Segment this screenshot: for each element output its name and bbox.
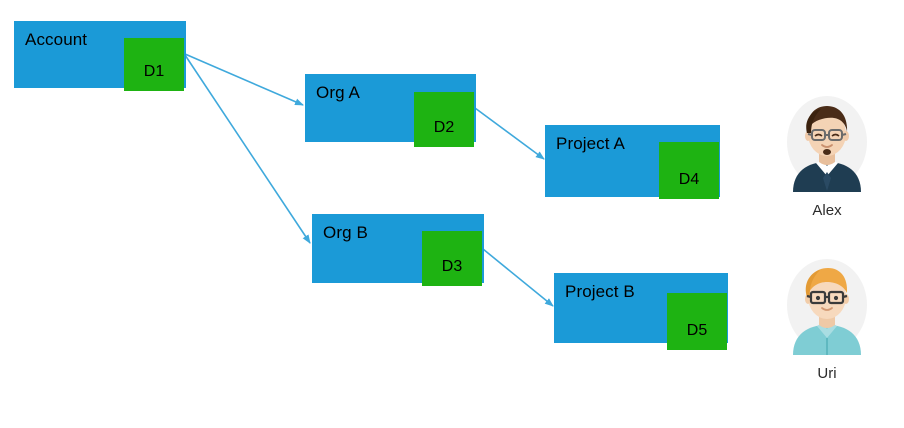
person-avatar-icon-alex: [777, 92, 877, 192]
node-account-label: Account: [25, 30, 88, 49]
node-project-a-tag[interactable]: D4: [659, 142, 719, 199]
node-account-tag[interactable]: D1: [124, 38, 184, 91]
connector-account-to-org-a: [184, 53, 304, 106]
person-avatar-icon-uri: [777, 255, 877, 355]
connector-account-to-org-b: [184, 54, 311, 244]
person-alex-name: Alex: [812, 202, 842, 219]
connector-org-a-to-project-a: [474, 107, 545, 160]
node-project-a-label: Project A: [556, 134, 625, 153]
node-project-b-tag[interactable]: D5: [667, 293, 727, 350]
node-project-a-tag-label: D4: [678, 171, 700, 188]
node-org-b-tag[interactable]: D3: [422, 231, 482, 286]
person-alex[interactable]: Alex: [772, 92, 882, 220]
node-org-b-tag-label: D3: [441, 258, 463, 275]
person-uri[interactable]: Uri: [772, 255, 882, 383]
node-org-a-tag[interactable]: D2: [414, 92, 474, 147]
node-org-a-tag-label: D2: [433, 119, 455, 136]
connector-org-b-to-project-b: [482, 248, 554, 307]
node-org-a-label: Org A: [316, 83, 360, 102]
node-project-b-tag-label: D5: [686, 322, 708, 339]
person-uri-name: Uri: [817, 365, 837, 382]
node-project-b-label: Project B: [565, 282, 635, 301]
node-account-tag-label: D1: [143, 63, 165, 80]
node-org-b-label: Org B: [323, 223, 368, 242]
